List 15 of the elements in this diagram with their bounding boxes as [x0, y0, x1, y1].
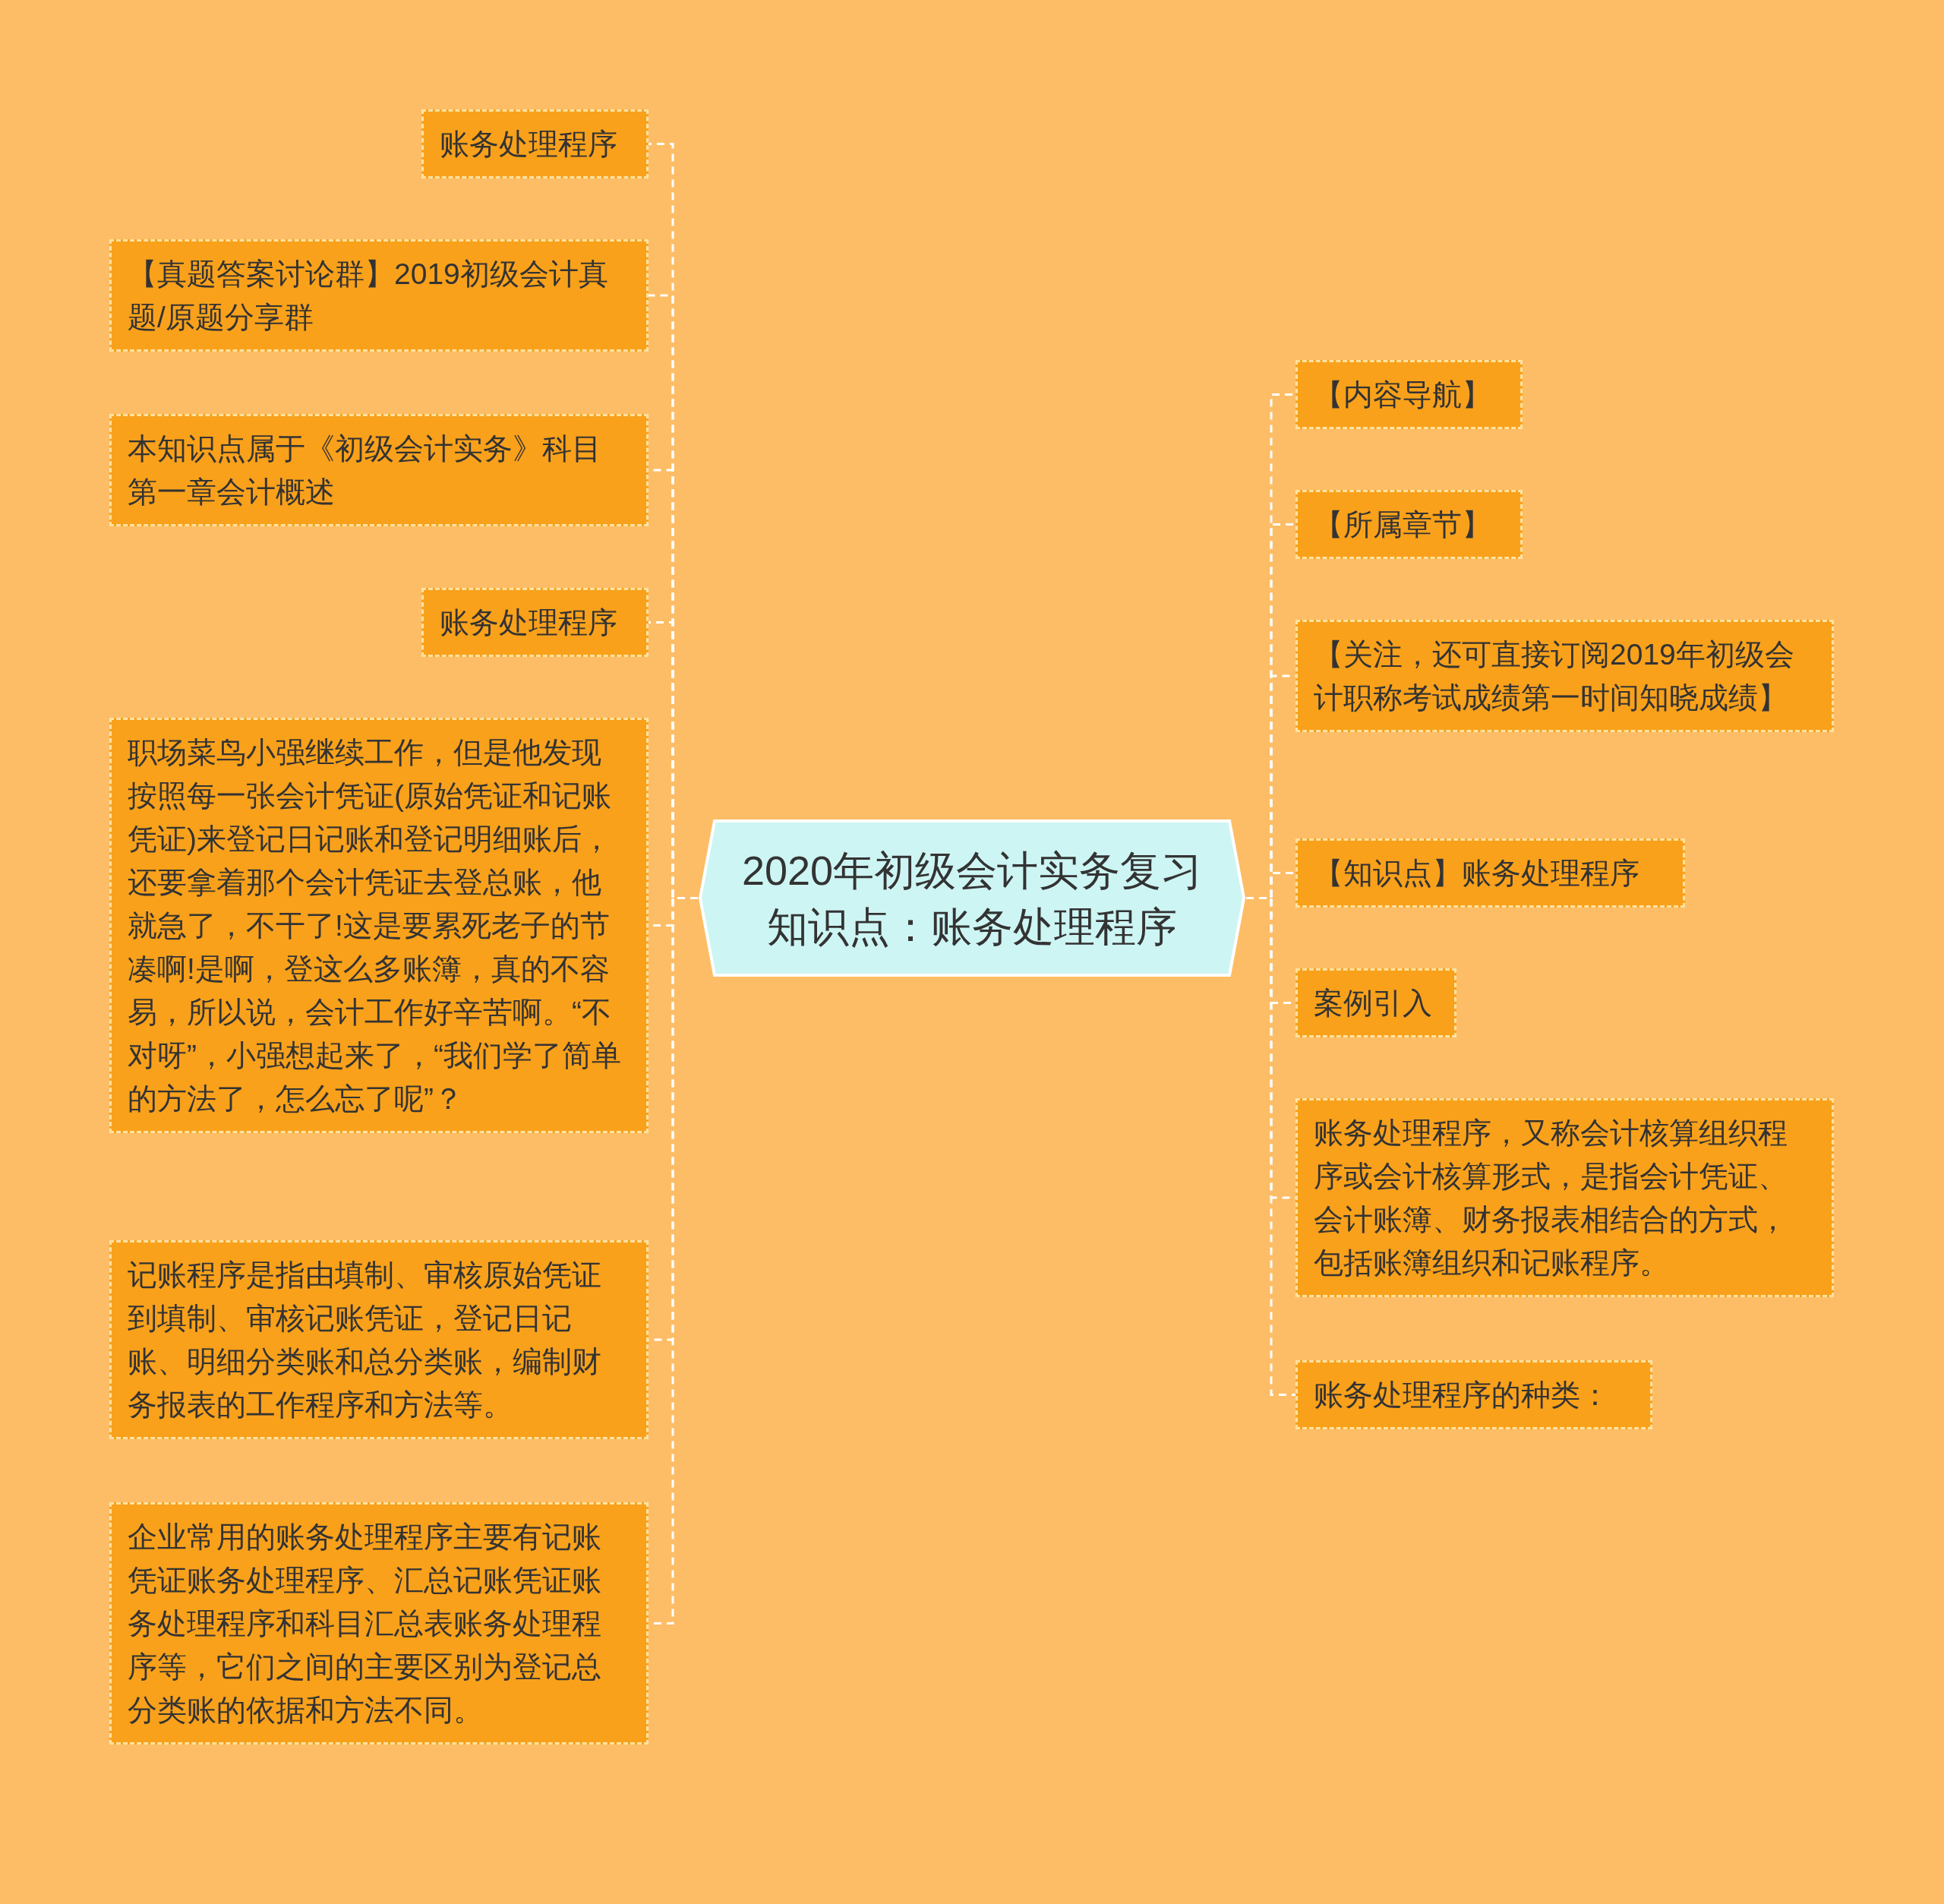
topic-box: 账务处理程序的种类：	[1295, 1360, 1652, 1429]
topic-box: 【真题答案讨论群】2019初级会计真题/原题分享群	[109, 239, 649, 352]
connector-line	[1246, 897, 1295, 1396]
topic-box: 记账程序是指由填制、审核原始凭证到填制、审核记账凭证，登记日记账、明细分类账和总分类账，编制财务报表的工作程序和方法等。	[109, 1240, 649, 1439]
topic-box: 本知识点属于《初级会计实务》科目第一章会计概述	[109, 414, 649, 526]
topic-box: 案例引入	[1295, 968, 1456, 1037]
topic-box: 【内容导航】	[1295, 360, 1523, 429]
topic-box: 企业常用的账务处理程序主要有记账凭证账务处理程序、汇总记账凭证账务处理程序和科目汇总表账务处理程序等，它们之间的主要区别为登记总分类账的依据和方法不同。	[109, 1502, 649, 1745]
topic-box: 【知识点】账务处理程序	[1295, 838, 1685, 908]
topic-box: 账务处理程序	[421, 109, 649, 178]
topic-box: 账务处理程序	[421, 588, 649, 657]
topic-box: 【所属章节】	[1295, 490, 1523, 559]
topic-box: 账务处理程序，又称会计核算组织程序或会计核算形式，是指会计凭证、会计账簿、财务报表相结合的方式，包括账簿组织和记账程序。	[1295, 1098, 1834, 1297]
topic-box: 职场菜鸟小强继续工作，但是他发现按照每一张会计凭证(原始凭证和记账凭证)来登记日记账和登记明细账后，还要拿着那个会计凭证去登总账，他就急了，不干了!这是要累死老子的节凑啊!是啊，登这么多账簿，真的不容易，所以说，会计工作好辛苦啊。“不对呀”，小强想起来了，“我们学了简单的方法了，怎么忘了呢”？	[109, 718, 649, 1133]
topic-box: 【关注，还可直接订阅2019年初级会计职称考试成绩第一时间知晓成绩】	[1295, 620, 1834, 732]
